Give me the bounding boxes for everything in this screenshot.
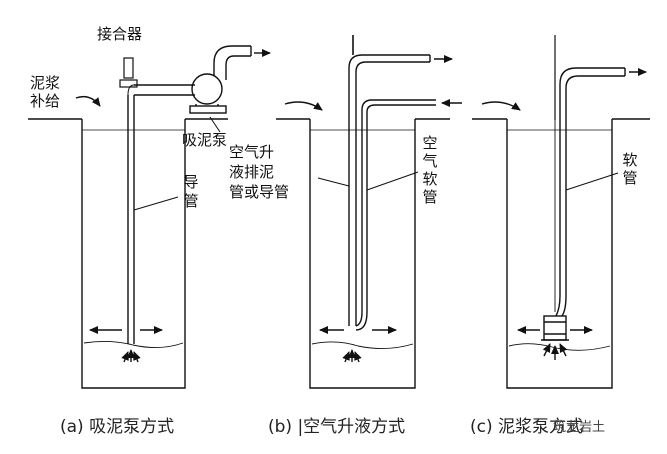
panel-a-trench — [28, 118, 228, 389]
suction-pump-label: 吸泥泵 — [182, 131, 228, 149]
airlift-pipe-label-line3: 管或导管 — [229, 183, 290, 201]
panel-b-airlift-pipe — [348, 35, 431, 326]
air-hose-label-char3: 软 — [422, 170, 438, 188]
panel-b-air-hose — [355, 99, 436, 331]
guide-pipe-label-char1: 导 — [183, 173, 199, 191]
slurry-supply-label-line1: 泥浆 — [30, 74, 61, 92]
panel-b-arrows — [284, 55, 462, 363]
panel-b-leaders — [317, 171, 419, 191]
panel-a-arrows — [75, 49, 271, 363]
panel-a-guide-pipe — [119, 57, 195, 344]
panel-a-leaders — [133, 116, 221, 211]
watermark: 筑龙岩土 — [553, 420, 606, 435]
guide-pipe-label-char2: 管 — [183, 192, 199, 210]
air-hose-label-char1: 空 — [422, 134, 438, 152]
panel-c-hose — [554, 35, 626, 317]
connector-label: 接合器 — [97, 25, 143, 43]
caption-a: (a) 吸泥泵方式 — [60, 417, 175, 437]
caption-b: (b) |空气升液方式 — [268, 417, 406, 437]
panel-c-leaders — [565, 172, 619, 191]
panel-c-slurry-pump — [541, 315, 569, 341]
slurry-supply-label-line2: 补给 — [30, 92, 61, 110]
panel-b-trench — [276, 118, 450, 389]
panel-c-arrows — [481, 68, 647, 360]
caption-c: (c) 泥浆泵方式 — [470, 417, 584, 437]
air-hose-label-char2: 气 — [422, 152, 438, 170]
hose-label-char1: 软 — [622, 151, 638, 169]
airlift-pipe-label-line2: 液排泥 — [229, 163, 275, 181]
air-hose-label-char4: 管 — [422, 188, 438, 206]
hose-label-char2: 管 — [622, 169, 638, 187]
panel-a-suction-pump — [189, 45, 252, 114]
airlift-pipe-label-line1: 空气升 — [229, 143, 275, 161]
